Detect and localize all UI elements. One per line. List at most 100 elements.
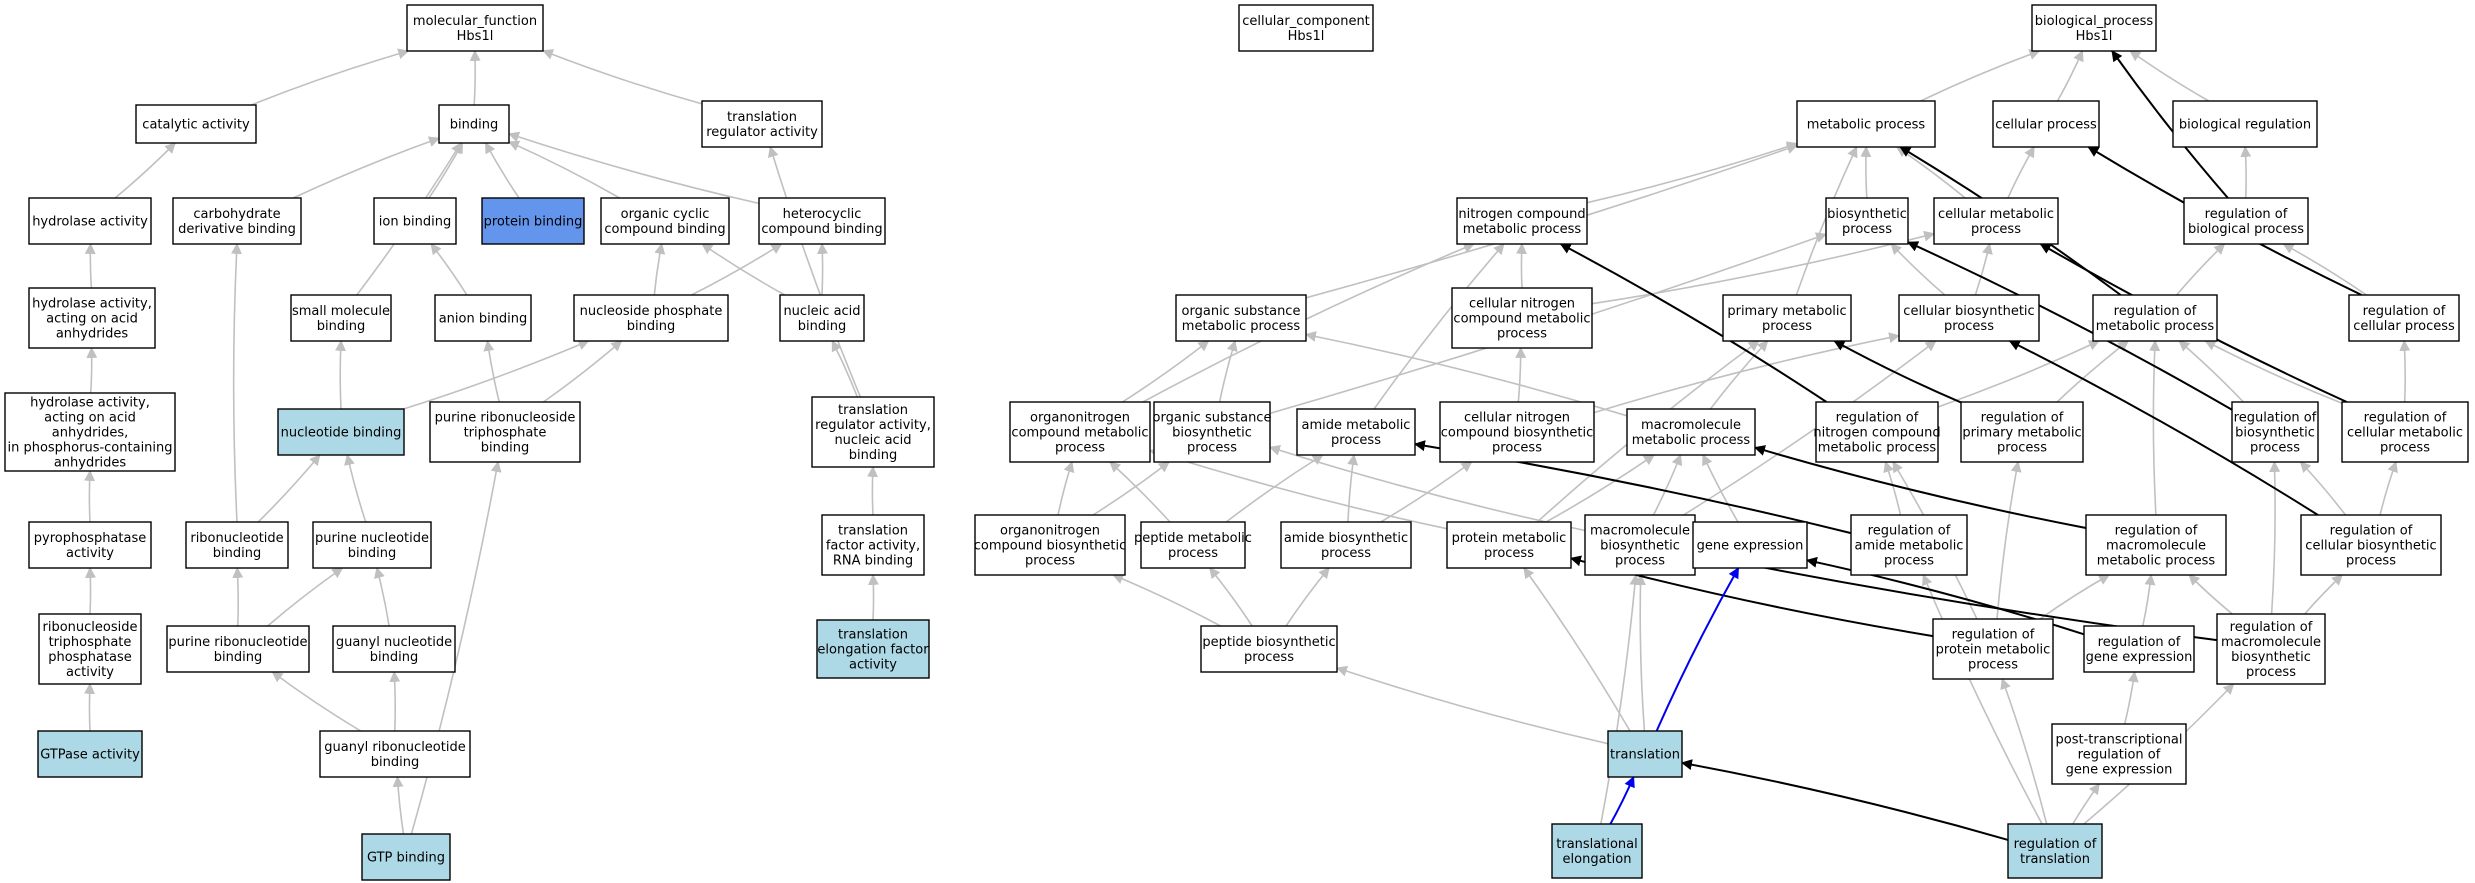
go-node-hyd-acid[interactable]: hydrolase activity,acting on acidanhydri… [28, 287, 156, 349]
node-box [1796, 100, 1936, 148]
go-node-ribo-tri-phos[interactable]: ribonucleosidetriphosphatephosphataseact… [38, 613, 142, 685]
node-label: elongation [1563, 852, 1632, 867]
go-node-protein-b[interactable]: protein binding [481, 197, 585, 245]
go-node-nucleotide[interactable]: nucleotide binding [277, 408, 405, 456]
node-box [2216, 613, 2326, 685]
edge-org_cyc-to-binding [507, 140, 621, 199]
go-node-gtp[interactable]: GTP binding [361, 833, 451, 881]
node-label: phosphatase [48, 650, 132, 665]
edge-tf_rna-to-trans_reg_na [867, 465, 878, 516]
go-node-catalytic[interactable]: catalytic activity [135, 104, 257, 144]
go-node-hydrolase[interactable]: hydrolase activity [28, 197, 152, 245]
go-node-ion[interactable]: ion binding [373, 197, 457, 245]
go-node-hyd-phos[interactable]: hydrolase activity,acting on acidanhydri… [4, 392, 176, 472]
go-node-bio-reg[interactable]: biological regulation [2172, 100, 2318, 148]
go-node-translation[interactable]: translation [1607, 730, 1683, 778]
edge-reg_macro_bio-to-reg_macro_met [2188, 574, 2233, 615]
node-label: elongation factor [817, 643, 929, 658]
edge-cell_biosyn-to-biosyn [1890, 243, 1946, 296]
edge-reg_macro_met-to-macro_met [1753, 445, 2087, 529]
node-label: regulation of [2078, 748, 2161, 763]
node-box [277, 408, 405, 456]
node-label: nucleotide binding [281, 426, 402, 441]
go-node-binding[interactable]: binding [438, 104, 510, 144]
node-label: guanyl nucleotide [336, 635, 452, 650]
node-label: process [2380, 441, 2430, 456]
node-box [974, 514, 1126, 576]
edge-gtpase-to-ribo_tri_phos [84, 682, 96, 732]
go-node-reg-macro-bio[interactable]: regulation ofmacromoleculebiosyntheticpr… [2216, 613, 2326, 685]
node-box [406, 4, 544, 52]
edge-trans_elong-to-translation [1609, 775, 1635, 825]
node-label: regulation of [1868, 524, 1951, 539]
node-box [2231, 401, 2319, 463]
node-label: compound binding [604, 222, 725, 237]
node-label: nucleic acid [834, 433, 911, 448]
go-node-anion[interactable]: anion binding [434, 294, 532, 342]
go-node-gene-exp[interactable]: gene expression [1692, 521, 1808, 569]
edge-gtp-to-guanyl_ribo [392, 775, 405, 835]
node-box [1175, 294, 1307, 342]
go-node-metabolic[interactable]: metabolic process [1796, 100, 1936, 148]
edge-catalytic-to-mf_root [250, 48, 410, 106]
go-node-gtpase[interactable]: GTPase activity [37, 730, 143, 778]
edge-peptide_bio-to-orgnitro_bio [1112, 573, 1221, 627]
go-node-cellular[interactable]: cellular process [1992, 100, 2100, 148]
edge-trans_reg_na-to-trans_reg [767, 145, 862, 398]
node-label: in phosphorus-containing [7, 441, 172, 456]
